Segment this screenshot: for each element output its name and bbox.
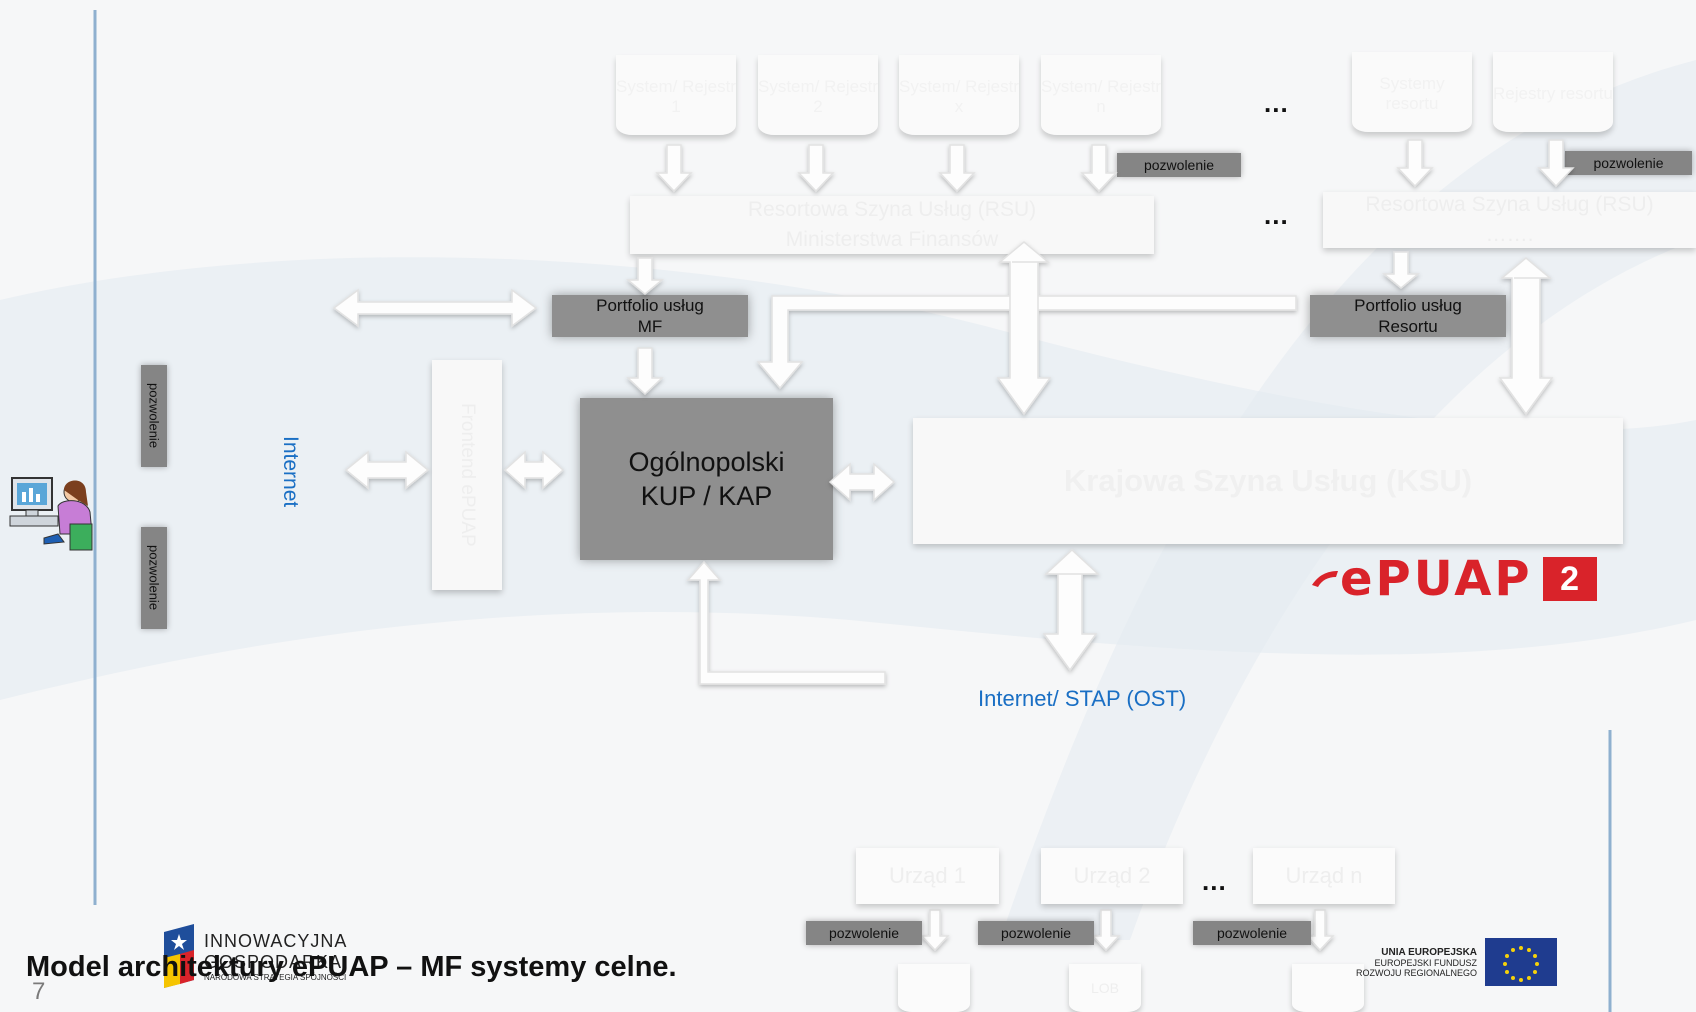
- office-2: Urząd 2: [1041, 848, 1183, 904]
- ig-emblem-icon: [164, 924, 194, 988]
- internet-stap-label: Internet/ STAP (OST): [978, 686, 1187, 711]
- epuap-logo: ePUAP 2: [1310, 555, 1650, 603]
- office-n: Urząd n: [1253, 848, 1395, 904]
- lob-store-1: [898, 964, 970, 1012]
- lob-store-2: LOB: [1069, 964, 1141, 1012]
- user-computer-icon: [9, 477, 93, 551]
- epuap-swoosh-icon: [1312, 571, 1338, 587]
- frontend-epuap: Frontend ePUAP: [432, 360, 502, 590]
- rsu-department-bus: Resortowa Szyna Usług (RSU)…….: [1323, 192, 1696, 248]
- system-registry-x: System/ Rejestr x: [899, 55, 1019, 135]
- system-registry-1: System/ Rejestr 1: [616, 55, 736, 135]
- department-registries: Rejestry resortu: [1493, 52, 1613, 132]
- permit-badge: pozwolenie: [1117, 153, 1241, 177]
- system-registry-2: System/ Rejestr 2: [758, 55, 878, 135]
- ellipsis-top: ...: [1264, 88, 1289, 118]
- permit-badge: pozwolenie: [1565, 151, 1692, 175]
- system-registry-n: System/ Rejestr n: [1041, 55, 1161, 135]
- department-systems: Systemy resortu: [1352, 52, 1472, 132]
- office-1: Urząd 1: [856, 848, 999, 904]
- permit-badge: pozwolenie: [1193, 921, 1311, 945]
- permit-badge-vertical: pozwolenie: [141, 365, 167, 467]
- eu-logo: UNIA EUROPEJSKA EUROPEJSKI FUNDUSZ ROZWO…: [1356, 938, 1558, 986]
- ksu-bus: Krajowa Szyna Usług (KSU): [913, 418, 1623, 544]
- innowacyjna-gospodarka-logo: INNOWACYJNA GOSPODARKA NARODOWA STRATEGI…: [160, 924, 347, 988]
- eu-flag-icon: [1485, 938, 1558, 986]
- lob-store-n: [1292, 964, 1364, 1012]
- rsu-mf-bus: Resortowa Szyna Usług (RSU)Ministerstwa …: [630, 196, 1154, 254]
- slide-title: Model architektury ePUAP – MF systemy ce…: [26, 951, 677, 983]
- permit-badge: pozwolenie: [806, 921, 922, 945]
- permit-badge-vertical: pozwolenie: [141, 527, 167, 629]
- ellipsis-bottom: ...: [1202, 866, 1227, 896]
- internet-label: Internet: [279, 436, 302, 508]
- permit-badge: pozwolenie: [978, 921, 1094, 945]
- ellipsis-middle: ...: [1264, 200, 1289, 230]
- page-number: 7: [32, 978, 46, 1005]
